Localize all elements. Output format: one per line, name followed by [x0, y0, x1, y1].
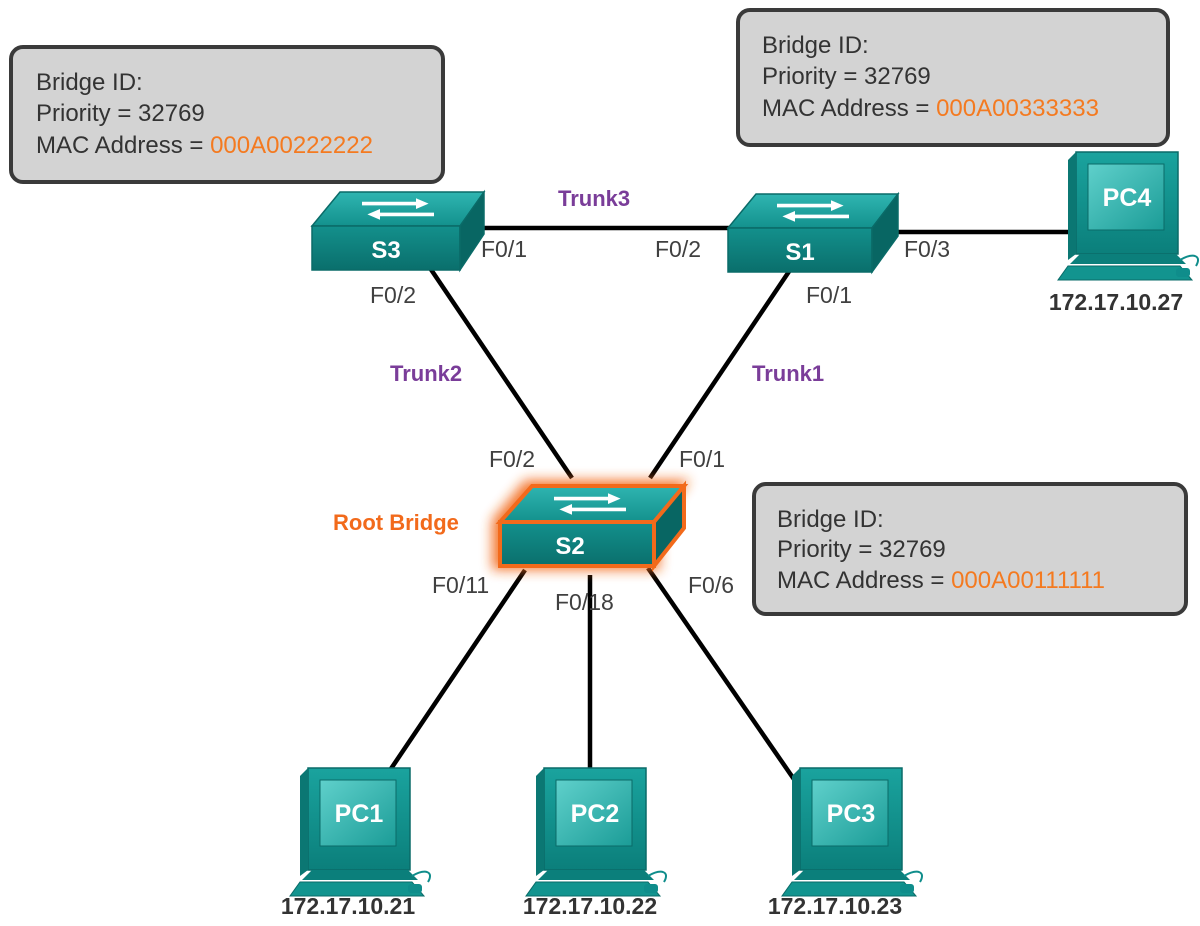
computer-icon — [289, 767, 431, 897]
bridge-id-box-s2: Bridge ID: Priority = 32769 MAC Address … — [752, 482, 1188, 616]
bridge-id-title: Bridge ID: — [762, 32, 869, 59]
pc-label: PC3 — [827, 800, 876, 828]
port-label: F0/6 — [688, 572, 734, 598]
port-label: F0/2 — [489, 446, 535, 472]
pc-label: PC1 — [335, 800, 384, 828]
switch-label: S1 — [785, 239, 814, 266]
port-label: F0/2 — [370, 282, 416, 308]
pc-label: PC2 — [571, 800, 620, 828]
bridge-mac: MAC Address = 000A00333333 — [762, 95, 1099, 122]
s2-pc3-link — [646, 566, 802, 790]
trunk1-label: Trunk1 — [752, 361, 824, 386]
computer-icon — [525, 767, 667, 897]
computer-icon — [1057, 151, 1199, 281]
pc-label: PC4 — [1103, 184, 1152, 212]
pc-pc3: PC3 172.17.10.23 — [768, 767, 923, 919]
root-bridge-label: Root Bridge — [333, 510, 459, 535]
port-label: F0/11 — [432, 572, 489, 598]
bridge-priority: Priority = 32769 — [36, 100, 205, 127]
bridge-mac: MAC Address = 000A00111111 — [777, 567, 1105, 594]
pc-pc4: PC4 172.17.10.27 — [1049, 151, 1199, 315]
port-label: F0/3 — [904, 236, 950, 262]
switch-label: S2 — [555, 533, 584, 560]
switch-s3: S3 — [310, 189, 486, 273]
trunk2-link — [428, 266, 574, 480]
computer-icon — [781, 767, 923, 897]
switch-s1: S1 — [726, 191, 900, 275]
bridge-mac: MAC Address = 000A00222222 — [36, 132, 373, 159]
bridge-id-box-s3: Bridge ID: Priority = 32769 MAC Address … — [9, 45, 445, 184]
pc-ip: 172.17.10.21 — [281, 893, 416, 919]
bridge-id-title: Bridge ID: — [777, 506, 884, 533]
port-label: F0/18 — [555, 589, 614, 615]
port-label: F0/1 — [481, 236, 527, 262]
pc-pc2: PC2 172.17.10.22 — [523, 767, 667, 919]
links — [376, 225, 1080, 790]
trunk1-link — [648, 268, 792, 480]
bridge-priority: Priority = 32769 — [762, 63, 931, 90]
bridge-id-box-s1: Bridge ID: Priority = 32769 MAC Address … — [736, 8, 1170, 147]
switch-label: S3 — [371, 237, 400, 264]
trunk3-label: Trunk3 — [558, 186, 630, 211]
s2-pc1-link — [376, 568, 527, 790]
switch-s2-root: S2 — [492, 480, 690, 572]
port-label: F0/2 — [655, 236, 701, 262]
port-label: F0/1 — [806, 282, 852, 308]
trunk2-label: Trunk2 — [390, 361, 462, 386]
bridge-priority: Priority = 32769 — [777, 536, 946, 563]
pc-ip: 172.17.10.23 — [768, 893, 902, 919]
port-label: F0/1 — [679, 446, 725, 472]
bridge-id-title: Bridge ID: — [36, 69, 143, 96]
pc-pc1: PC1 172.17.10.21 — [281, 767, 431, 919]
pc-ip: 172.17.10.27 — [1049, 289, 1183, 315]
pc-ip: 172.17.10.22 — [523, 893, 657, 919]
